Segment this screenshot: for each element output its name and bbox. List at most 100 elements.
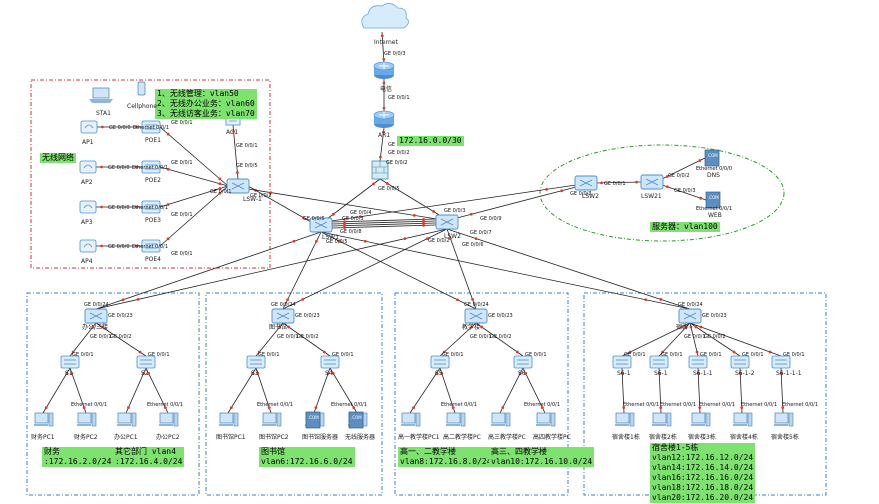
zone-vlan-line: vlan16:172.16.16.0/24 bbox=[652, 473, 754, 482]
zone-vlan-line: vlan14:172.16.14.0/24 bbox=[652, 463, 754, 472]
pc-tower-icon bbox=[233, 412, 239, 427]
poe-switch-icon bbox=[141, 160, 161, 174]
core-interlink bbox=[331, 224, 437, 229]
port-dot bbox=[315, 239, 318, 243]
port-label: GE 0/0/0 bbox=[108, 244, 130, 250]
server-icon-text: .COM bbox=[351, 415, 362, 420]
port-dot bbox=[628, 350, 632, 354]
port-dot bbox=[218, 191, 222, 195]
router-telecom-label: 电信 bbox=[380, 86, 393, 93]
port-dot bbox=[699, 196, 703, 200]
ap-label: AP2 bbox=[81, 179, 93, 186]
pc-label: 图书馆PC1 bbox=[216, 434, 246, 441]
core-switch-icon-arrows bbox=[231, 182, 245, 190]
network-link bbox=[689, 322, 741, 357]
poe-uplink bbox=[159, 185, 229, 208]
port-dot bbox=[44, 406, 48, 409]
port-label: GE 0/0/23 bbox=[108, 313, 133, 319]
port-dot bbox=[422, 219, 425, 223]
access-switch-icon bbox=[688, 355, 708, 369]
pc-label: 宿舍楼1栋 bbox=[612, 434, 640, 441]
port-label: GE 0/0/3 bbox=[570, 191, 592, 197]
core-interlink bbox=[331, 222, 437, 227]
access-point-icon bbox=[79, 200, 97, 214]
keyboard-icon bbox=[652, 424, 666, 426]
network-link bbox=[69, 322, 97, 357]
network-link bbox=[379, 127, 385, 162]
port-dot bbox=[524, 372, 528, 375]
pc-label: 宿舍楼4栋 bbox=[730, 434, 758, 441]
uplink bbox=[95, 231, 322, 310]
port-label: Ethernet 0/0/1 bbox=[524, 402, 561, 408]
access-switch-icon bbox=[136, 355, 156, 369]
router-icon-arrows bbox=[379, 63, 389, 69]
network-link bbox=[42, 367, 71, 414]
pc-tower-icon bbox=[48, 412, 54, 427]
port-label: Ethernet 0/0/1 bbox=[331, 402, 368, 408]
zone-vlan-line: 高三、四教学楼 bbox=[491, 447, 547, 456]
core-switch-icon-arrows bbox=[276, 312, 290, 320]
network-link bbox=[145, 367, 169, 414]
port-label: GE 0/0/1 bbox=[277, 334, 299, 340]
port-dot bbox=[456, 298, 459, 302]
pc-tower-icon bbox=[505, 412, 511, 427]
port-dot bbox=[470, 325, 474, 329]
poe-switch-icon bbox=[141, 120, 161, 134]
keyboard-icon bbox=[446, 424, 460, 426]
port-label: Ethernet 0/0/1 bbox=[782, 402, 819, 408]
network-link bbox=[689, 322, 782, 357]
network-link bbox=[247, 188, 438, 220]
port-dot bbox=[680, 325, 684, 329]
router-ar1-label: AR1 bbox=[378, 132, 391, 139]
port-dot bbox=[331, 372, 335, 375]
sta-label: STA1 bbox=[96, 110, 111, 117]
port-dot bbox=[343, 222, 346, 226]
port-dot bbox=[412, 214, 416, 217]
ap-label: AP1 bbox=[82, 139, 94, 146]
port-label: Ethernet 0/0/1 bbox=[132, 205, 169, 211]
pc-icon bbox=[159, 412, 174, 424]
port-dot bbox=[657, 372, 661, 375]
port-dot bbox=[501, 406, 505, 409]
internet-label: Internet bbox=[374, 39, 398, 46]
port-dot bbox=[738, 372, 742, 375]
network-link bbox=[439, 367, 456, 414]
zone-vlan-line: 高一、二教学楼 bbox=[400, 447, 456, 456]
network-link bbox=[780, 367, 784, 414]
port-dot bbox=[257, 350, 261, 354]
port-dot bbox=[432, 210, 436, 213]
network-link bbox=[522, 367, 546, 414]
port-label: GE 0/0/1 bbox=[210, 189, 232, 195]
pc-tower-icon bbox=[550, 412, 556, 427]
port-label: GE 0/0/6 bbox=[303, 216, 325, 222]
pc-tower-icon bbox=[319, 412, 325, 427]
port-dot bbox=[422, 217, 425, 221]
port-dot bbox=[71, 350, 75, 354]
port-dot bbox=[698, 159, 702, 162]
port-dot bbox=[379, 155, 382, 159]
port-label: GE 0/0/9 bbox=[480, 216, 502, 222]
pc-label: 高三教学楼PC bbox=[488, 434, 526, 441]
internet-cloud-icon bbox=[361, 3, 409, 29]
port-dot bbox=[343, 226, 346, 230]
port-dot bbox=[689, 325, 693, 329]
zone-vlan-line: vlan6:172.16.6.0/24 bbox=[261, 457, 353, 466]
port-dot bbox=[442, 350, 446, 354]
wireless-title: 无线网络 bbox=[40, 153, 76, 163]
port-dot bbox=[644, 298, 648, 302]
port-label: GE 0/0/2 bbox=[668, 173, 690, 179]
network-link bbox=[330, 184, 577, 222]
cellphone-label: Cellphone bbox=[127, 103, 157, 110]
network-link bbox=[282, 322, 331, 357]
port-label: Ethernet 0/0/1 bbox=[623, 402, 660, 408]
port-dot bbox=[166, 203, 170, 206]
port-label: GE 0/0/3 bbox=[342, 216, 364, 222]
port-dot bbox=[518, 372, 522, 375]
port-dot bbox=[560, 189, 564, 193]
keyboard-icon bbox=[262, 424, 276, 426]
port-dot bbox=[382, 106, 386, 110]
wireless-vlan-line: 2、无线办公业务：vlan60 bbox=[157, 99, 255, 108]
